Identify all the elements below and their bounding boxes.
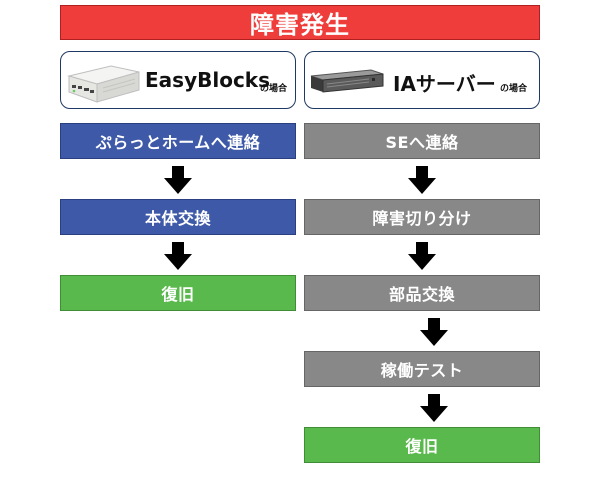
down-arrow-icon (420, 318, 448, 346)
down-arrow-icon (408, 242, 436, 270)
easyblocks-suffix: の場合 (260, 84, 288, 94)
step-fault-isolation: 障害切り分け (304, 199, 540, 235)
easyblocks-header: EasyBlocks の場合 (60, 51, 296, 109)
ia-server-header: IAサーバー の場合 (304, 51, 540, 109)
down-arrow-icon (408, 166, 436, 194)
step-recovery-right: 復旧 (304, 427, 540, 463)
down-arrow-icon (420, 394, 448, 422)
step-operation-test: 稼働テスト (304, 351, 540, 387)
step-recovery-left: 復旧 (60, 275, 296, 311)
step-replace-unit: 本体交換 (60, 199, 296, 235)
rack-server-icon (310, 69, 384, 93)
down-arrow-icon (164, 242, 192, 270)
step-contact-se: SEへ連絡 (304, 123, 540, 159)
ia-server-label: IAサーバー (393, 72, 496, 96)
step-contact-plathome: ぷらっとホームへ連絡 (60, 123, 296, 159)
incident-title: 障害発生 (60, 5, 540, 40)
down-arrow-icon (164, 166, 192, 194)
easyblocks-label: EasyBlocks (145, 68, 270, 92)
easyblocks-device-icon (67, 65, 140, 103)
step-replace-parts: 部品交換 (304, 275, 540, 311)
ia-server-suffix: の場合 (500, 84, 528, 94)
